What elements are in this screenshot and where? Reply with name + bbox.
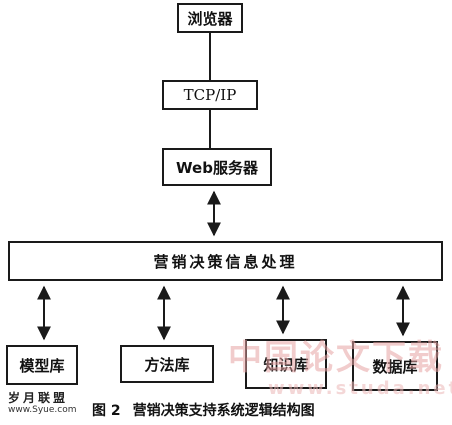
browser-label: 浏览器 (187, 9, 233, 28)
processing-node: 营销决策信息处理 (8, 241, 443, 281)
data-base-label: 数据库 (372, 357, 418, 376)
browser-node: 浏览器 (177, 3, 243, 33)
knowledge-base-node: 知识库 (245, 339, 327, 389)
knowledge-base-label: 知识库 (263, 355, 309, 374)
web-server-label: Web服务器 (176, 158, 258, 177)
figure-number: 图 2 (92, 403, 121, 419)
figure-title: 营销决策支持系统逻辑结构图 (132, 403, 315, 419)
model-base-label: 模型库 (19, 356, 65, 375)
processing-label: 营销决策信息处理 (153, 252, 298, 271)
method-base-label: 方法库 (144, 355, 190, 374)
tcp-ip-node: TCP/IP (162, 80, 258, 110)
figure-caption: 图 2 营销决策支持系统逻辑结构图 (92, 400, 315, 420)
logo-url: www.Syue.com (8, 405, 77, 415)
web-server-node: Web服务器 (162, 148, 272, 186)
method-base-node: 方法库 (120, 345, 214, 383)
logo-name: 岁月联盟 (8, 391, 69, 405)
site-logo: 岁月联盟 www.Syue.com (8, 392, 88, 415)
data-base-node: 数据库 (352, 341, 438, 391)
tcp-ip-label: TCP/IP (183, 86, 237, 104)
model-base-node: 模型库 (6, 345, 78, 385)
